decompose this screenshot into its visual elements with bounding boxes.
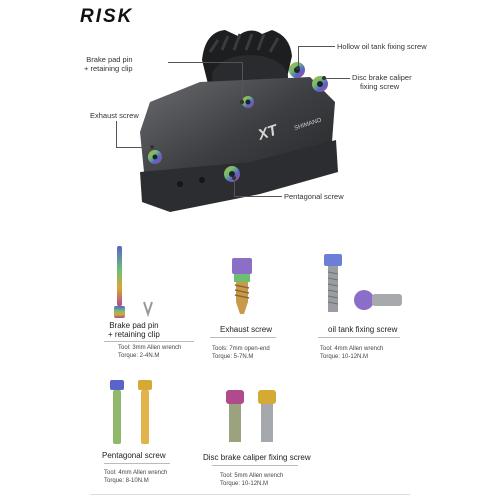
spec-brake-pad-pin: Tool: 3mm Allen wrench Torque: 2-4N.M [118, 345, 182, 359]
spec-pentagonal: Tool: 4mm Allen wrench Torque: 8-10N.M [104, 470, 168, 484]
callout-hollow-oil-tank: Hollow oil tank fixing screw [337, 42, 427, 51]
oil-tank-screw-part-image [324, 254, 402, 312]
pentagonal-screw-part-image [110, 380, 152, 444]
brake-caliper-image: XT SHIMANO [140, 30, 338, 212]
hollow-oil-tank-screw [289, 62, 305, 78]
brand-logo: RISK [80, 6, 134, 27]
part-title-pentagonal: Pentagonal screw [102, 451, 166, 460]
part-title-oil-tank: oil tank fixing screw [328, 325, 398, 334]
part-title-caliper-fixing: Disc brake caliper fixing screw [203, 453, 311, 462]
spec-caliper-fixing: Tool: 5mm Allen wrench Torque: 10-12N.M [220, 473, 284, 487]
brake-pad-pin-part-image [114, 246, 153, 318]
caliper-fixing-screw-part-image [226, 390, 276, 442]
spec-exhaust: Tools: 7mm open-end Torque: 5-7N.M [212, 346, 270, 360]
callout-pentagonal: Pentagonal screw [284, 192, 344, 201]
callout-brake-pad-pin: Brake pad pin + retaining clip [84, 55, 133, 73]
caliper-fixing-screw [312, 76, 328, 92]
callout-disc-brake-caliper: Disc brake caliper fixing screw [352, 73, 412, 91]
exhaust-screw-part-image [232, 258, 252, 314]
part-title-brake-pad-pin: Brake pad pin + retaining clip [108, 321, 160, 339]
part-title-exhaust: Exhaust screw [220, 325, 273, 334]
pad-pin-screw [242, 96, 254, 108]
spec-oil-tank: Tool: 4mm Allen wrench Torque: 10-12N.M [320, 346, 384, 360]
pentagonal-screw [224, 166, 240, 182]
callout-exhaust: Exhaust screw [90, 111, 139, 120]
exhaust-screw [148, 150, 162, 164]
caliper-model-text: XT [255, 121, 281, 144]
